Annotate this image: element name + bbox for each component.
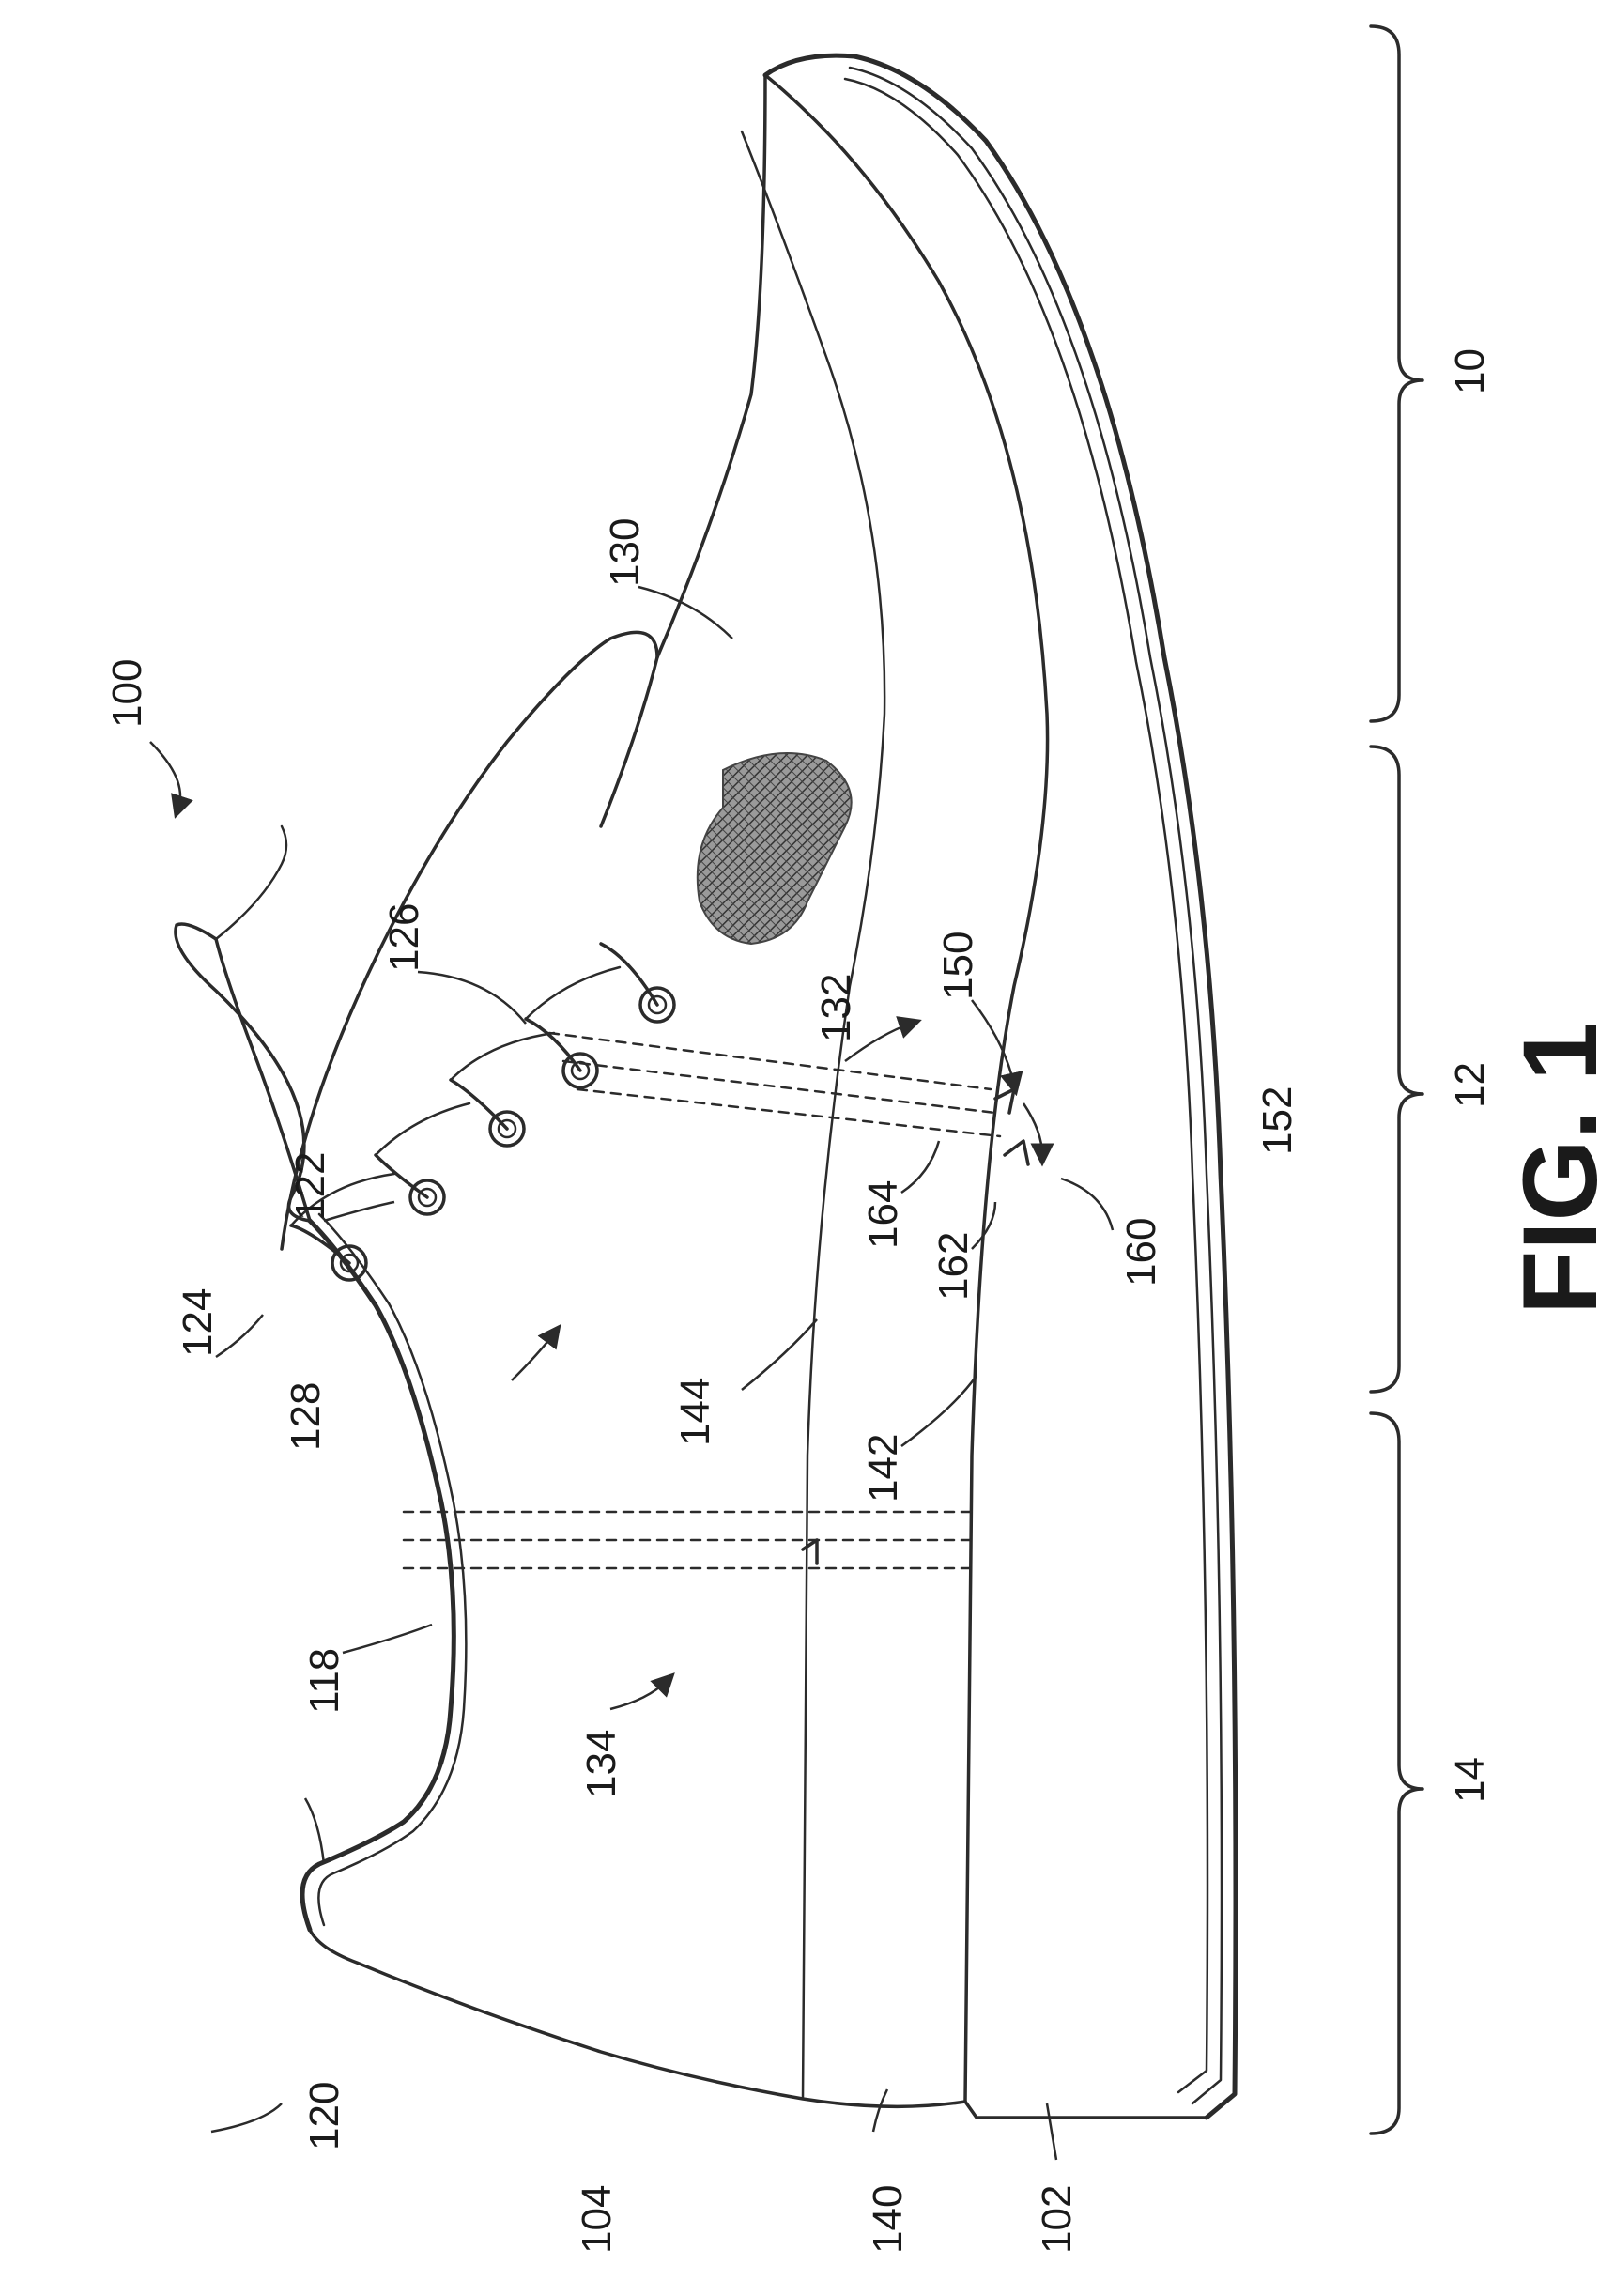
ref-126: 126 <box>381 903 427 972</box>
lace-cross-4 <box>526 967 620 1019</box>
tongue-inner <box>216 826 286 939</box>
ref-100: 100 <box>104 659 150 728</box>
sole-inner-line-2 <box>845 79 1207 2092</box>
ref-104: 104 <box>574 2185 620 2254</box>
collar-outer <box>302 1221 454 1930</box>
midsole-top-line <box>765 75 1048 2102</box>
ref-118: 118 <box>301 1648 347 1714</box>
eyelets <box>332 988 674 1280</box>
stitch-line-c <box>577 1089 1000 1136</box>
ref-122: 122 <box>287 1152 333 1221</box>
ref-142: 142 <box>860 1434 906 1502</box>
leader-140 <box>873 2089 887 2132</box>
bracket-forefoot <box>1371 26 1423 721</box>
region-brackets <box>1371 26 1423 2134</box>
ref-12: 12 <box>1447 1062 1493 1108</box>
lace-segment-5 <box>601 944 657 1005</box>
leader-100 <box>150 742 180 808</box>
lace-cross-3 <box>451 1033 554 1080</box>
upper-heel-outline <box>310 1930 965 2106</box>
stitching-134 <box>404 1512 972 1568</box>
bracket-midfoot <box>1371 747 1423 1392</box>
ref-120: 120 <box>301 2082 347 2150</box>
ref-164: 164 <box>860 1180 906 1249</box>
ref-162: 162 <box>931 1232 977 1301</box>
stitching-132 <box>549 1033 1000 1136</box>
notch-heel <box>803 1540 817 1564</box>
leader-104 <box>211 2103 282 2132</box>
leader-120 <box>305 1798 324 1864</box>
reference-numerals: 100 130 126 132 122 124 150 152 164 162 … <box>104 348 1493 2254</box>
leader-118 <box>343 1625 432 1653</box>
sole-heel-edge <box>965 2102 1207 2118</box>
stitch-line-a <box>549 1033 991 1089</box>
leader-160 <box>1061 1179 1113 1230</box>
throat-line <box>282 632 657 1249</box>
textile-patch <box>698 753 852 944</box>
lace-cross-2 <box>376 1103 469 1155</box>
vamp-top-line <box>657 75 765 657</box>
leader-130 <box>638 587 732 639</box>
leader-164 <box>901 1141 939 1193</box>
ref-14: 14 <box>1447 1757 1493 1803</box>
sole-inner-line-1 <box>850 68 1222 2103</box>
leader-142 <box>901 1376 977 1446</box>
figure-label: FIG. 1 <box>1501 1023 1615 1315</box>
leader-144 <box>742 1319 817 1390</box>
bracket-heel <box>1371 1413 1423 2134</box>
leader-126 <box>418 972 526 1024</box>
leader-122 <box>324 1202 394 1221</box>
stitch-line-b <box>563 1061 995 1113</box>
ref-134: 134 <box>578 1730 624 1798</box>
leader-124 <box>216 1315 263 1357</box>
ref-10: 10 <box>1447 348 1493 394</box>
ref-140: 140 <box>865 2185 911 2254</box>
shoe-drawing <box>176 55 1236 2118</box>
ref-160: 160 <box>1118 1218 1164 1287</box>
leader-134 <box>610 1681 667 1709</box>
leader-102 <box>1047 2103 1056 2160</box>
ref-124: 124 <box>175 1288 221 1357</box>
lace-segment-3 <box>451 1080 507 1129</box>
ref-102: 102 <box>1034 2185 1080 2254</box>
ref-128: 128 <box>283 1382 329 1451</box>
ref-150: 150 <box>935 932 981 1000</box>
ref-152: 152 <box>1254 1086 1300 1155</box>
leader-128 <box>512 1333 554 1380</box>
ref-132: 132 <box>813 974 859 1042</box>
ref-130: 130 <box>602 518 648 587</box>
ref-144: 144 <box>672 1378 718 1446</box>
notch-152 <box>1005 1141 1028 1164</box>
collar-inner <box>318 1214 466 1925</box>
